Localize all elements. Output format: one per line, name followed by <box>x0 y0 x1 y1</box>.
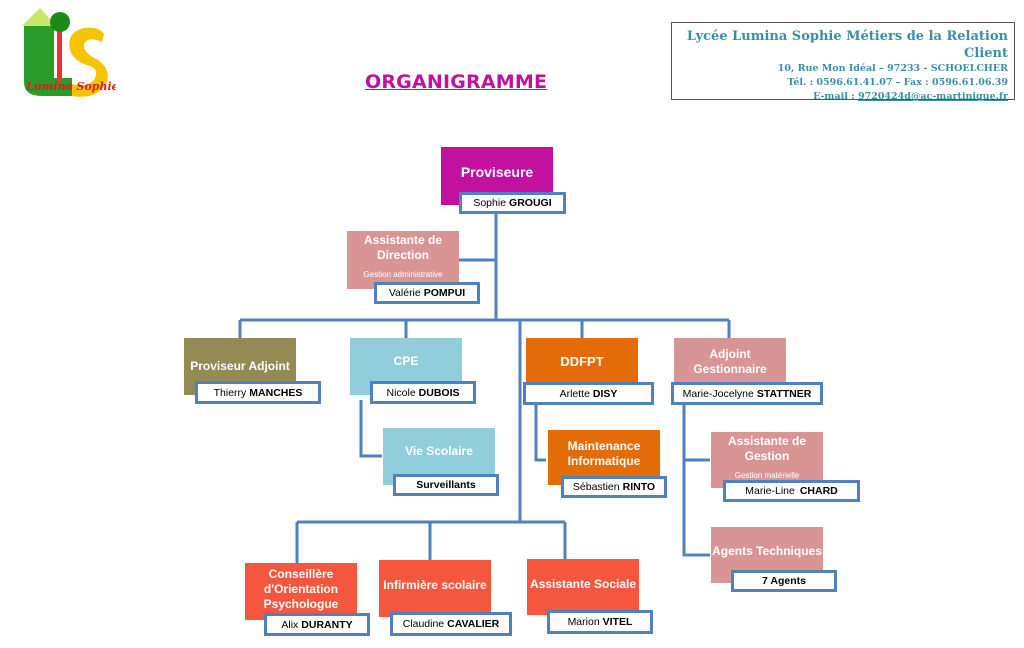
node-maintenance[interactable]: Maintenance Informatique <box>548 430 660 485</box>
node-ddfpt[interactable]: DDFPT <box>526 338 638 385</box>
connector-vie-scolaire <box>359 400 382 458</box>
node-role: Adjoint Gestionnaire <box>693 346 767 376</box>
node-role: Vie Scolaire <box>405 444 473 458</box>
node-role: CPE <box>393 354 419 368</box>
node-role: Assistante de Gestion <box>727 433 807 463</box>
node-role: Assistante Sociale <box>529 576 637 591</box>
school-logo: Lumina Sophie <box>22 8 116 97</box>
node-role: Proviseure <box>460 163 534 180</box>
node-role: Conseillère d'Orientation Psychologue <box>263 567 339 611</box>
node-conseillere-orientation[interactable]: Conseillère d'Orientation Psychologue <box>245 563 357 620</box>
node-role: Maintenance Informatique <box>567 438 641 468</box>
node-role: Assistante de Direction <box>363 232 443 262</box>
node-role: Proviseur Adjoint <box>190 359 290 373</box>
node-subtitle: Gestion matérielle <box>734 470 800 480</box>
node-role: Agents Techniques <box>712 543 822 558</box>
name-tag-vie-scolaire: Surveillants <box>393 474 499 496</box>
node-role: DDFPT <box>560 354 604 369</box>
school-phone-fax: Tél. : 0596.61.41.07 – Fax : 0596.61.06.… <box>787 77 1008 88</box>
connector-maintenance <box>534 404 546 462</box>
logo-letter-s <box>69 27 108 97</box>
node-assistante-sociale[interactable]: Assistante Sociale <box>527 559 639 615</box>
logo-letter-l <box>24 64 72 96</box>
email-link[interactable]: 9720424d@ac-martinique.fr <box>857 91 1008 102</box>
logo-roof <box>22 8 56 26</box>
node-adjoint-gestionnaire[interactable]: Adjoint Gestionnaire <box>674 338 786 385</box>
school-info-box: Lycée Lumina Sophie Métiers de la Relati… <box>671 22 1015 102</box>
node-subtitle: Gestion administrative <box>363 269 443 279</box>
node-assistante-gestion[interactable]: Assistante de Gestion Gestion matérielle <box>711 432 823 488</box>
school-email-line: E-mail : 9720424d@ac-martinique.fr <box>672 90 1008 104</box>
logo-palm-trunk <box>57 24 62 82</box>
logo-text: Lumina Sophie <box>25 80 116 93</box>
node-infirmiere[interactable]: Infirmière scolaire <box>379 560 491 617</box>
connector-gestion-sub <box>682 402 710 557</box>
node-assistante-direction[interactable]: Assistante de Direction Gestion administ… <box>347 231 459 289</box>
node-role: Infirmière scolaire <box>383 578 487 592</box>
school-name: Lycée Lumina Sophie Métiers de la Relati… <box>686 29 1008 61</box>
logo-palm-leaves <box>50 12 70 32</box>
name-tag-agents-techniques: 7 Agents <box>731 570 837 592</box>
school-address: 10, Rue Mon Idéal – 97233 - SCHOELCHER <box>777 63 1008 74</box>
email-label: E-mail : <box>813 91 858 102</box>
page-title: ORGANIGRAMME <box>365 71 548 93</box>
